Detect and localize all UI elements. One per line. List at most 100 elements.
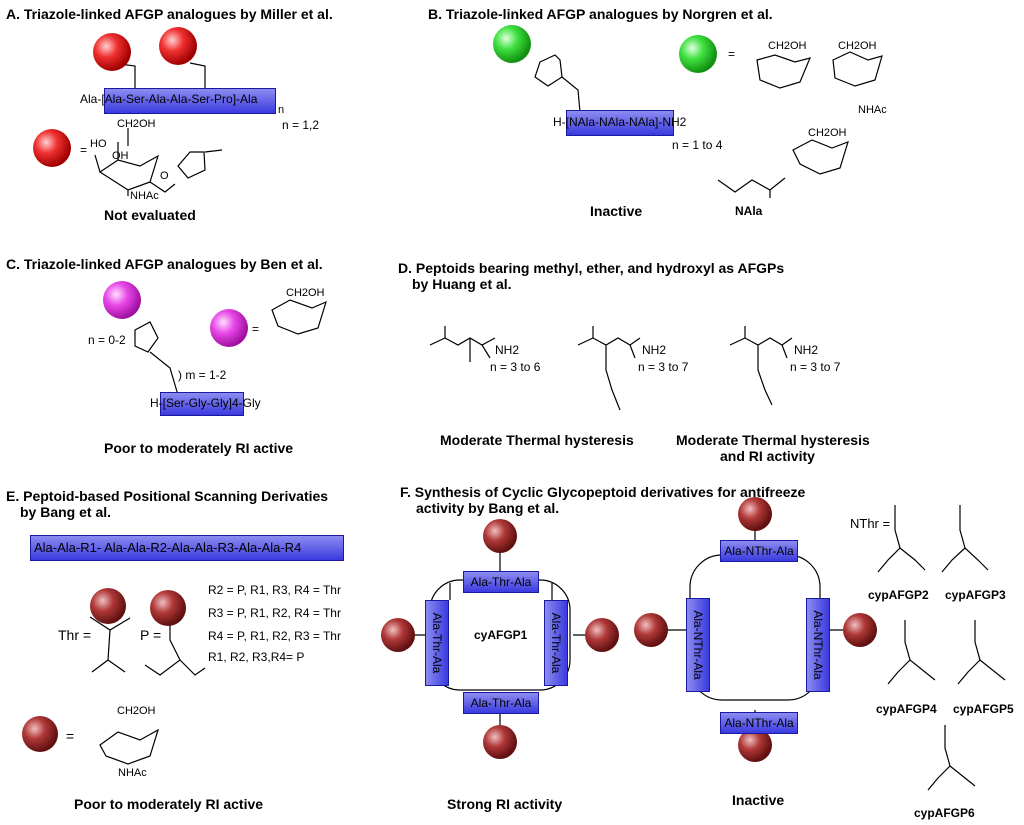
- variant-cypafgp5: cypAFGP5: [953, 702, 1014, 716]
- cy2-top-box: Ala-NThr-Ala: [720, 540, 798, 562]
- panel-a-n-sub: n: [278, 104, 285, 116]
- panel-e-title-1: E. Peptoid-based Positional Scanning Der…: [6, 488, 329, 504]
- panel-b-equals: =: [728, 47, 736, 61]
- panel-a-n-value: n = 1,2: [282, 118, 320, 132]
- cy2-right-box: Ala-NThr-Ala: [806, 598, 830, 692]
- panel-c-title: C. Triazole-linked AFGP analogues by Ben…: [6, 256, 323, 272]
- panel-d-nh2-1: NH2: [495, 343, 520, 357]
- nthr-label: NThr =: [850, 516, 891, 531]
- panel-d-n1: n = 3 to 6: [490, 360, 541, 374]
- panel-d-caption-1: Moderate Thermal hysteresis: [440, 432, 634, 448]
- cy1-bottom-label: Ala-Thr-Ala: [470, 696, 532, 710]
- maroon-ball-cy2-bottom: [738, 728, 772, 762]
- panel-b-nala: NAla: [735, 204, 763, 218]
- panel-a-sequence: Ala-[Ala-Ser-Ala-Ala-Ser-Pro]-Ala: [80, 92, 258, 106]
- red-glyco-ball-2: [159, 27, 197, 65]
- pink-glyco-ball-1: [103, 281, 141, 319]
- maroon-ball-cy1-top: [483, 519, 517, 553]
- panel-d-n2: n = 3 to 7: [638, 360, 689, 374]
- maroon-ball-cy2-left: [634, 613, 668, 647]
- panel-e-nhac: NHAc: [118, 767, 147, 779]
- panel-a-caption: Not evaluated: [104, 207, 196, 223]
- panel-b-n-value: n = 1 to 4: [672, 138, 723, 152]
- panel-d-caption-2b: and RI activity: [720, 448, 815, 464]
- maroon-ball-p: [150, 590, 186, 626]
- panel-c-n-label: n = 0-2: [88, 333, 126, 347]
- panel-e-title-2: by Bang et al.: [20, 504, 112, 520]
- panel-e-r-line-3: R4 = P, R1, R2, R3 = Thr: [208, 629, 341, 643]
- panel-b-title: B. Triazole-linked AFGP analogues by Nor…: [428, 6, 773, 22]
- panel-e-thr-label: Thr =: [58, 627, 92, 643]
- panel-d-caption-2a: Moderate Thermal hysteresis: [676, 432, 870, 448]
- variant-cypafgp2: cypAFGP2: [868, 588, 929, 602]
- variant-cypafgp4: cypAFGP4: [876, 702, 937, 716]
- maroon-ball-thr: [90, 588, 126, 624]
- panel-a-o: O: [160, 170, 169, 182]
- panel-a-oh: OH: [112, 150, 129, 162]
- cy1-top-label: Ala-Thr-Ala: [470, 575, 532, 589]
- panel-c-caption: Poor to moderately RI active: [104, 440, 294, 456]
- maroon-ball-cy1-left: [381, 618, 415, 652]
- panel-e-sequence: Ala-Ala-R1- Ala-Ala-R2-Ala-Ala-R3-Ala-Al…: [34, 540, 302, 555]
- cy2-top-label: Ala-NThr-Ala: [724, 544, 794, 558]
- panel-d-nh2-3: NH2: [794, 343, 819, 357]
- maroon-ball-cy1-bottom: [483, 725, 517, 759]
- panel-a-sequence-box: [104, 88, 276, 114]
- cy1-left-box: Ala-Thr-Ala: [425, 600, 449, 686]
- panel-a-ho: HO: [90, 138, 107, 150]
- maroon-ball-cy2-top: [738, 497, 772, 531]
- cy1-left-label: Ala-Thr-Ala: [430, 612, 444, 674]
- panel-a-equals: =: [80, 143, 88, 157]
- panel-d-nh2-2: NH2: [642, 343, 667, 357]
- variant-cypafgp3: cypAFGP3: [945, 588, 1006, 602]
- pink-glyco-ball-legend: [210, 309, 248, 347]
- panel-e-caption: Poor to moderately RI active: [74, 796, 264, 812]
- cy2-left-box: Ala-NThr-Ala: [686, 598, 710, 692]
- cy2-bottom-box: Ala-NThr-Ala: [720, 712, 798, 734]
- panel-f-caption-2: Inactive: [732, 792, 785, 808]
- maroon-ball-cy1-right: [585, 618, 619, 652]
- panel-b-ch2oh-2: CH2OH: [838, 40, 877, 52]
- panel-c-equals: =: [252, 322, 260, 336]
- cy2-bottom-label: Ala-NThr-Ala: [724, 716, 794, 730]
- panel-c-m-label: ) m = 1-2: [178, 368, 227, 382]
- cy1-bottom-box: Ala-Thr-Ala: [463, 692, 539, 714]
- panel-b-ch2oh-3: CH2OH: [808, 127, 847, 139]
- panel-e-sequence-box: [30, 535, 344, 561]
- panel-c-sequence-box: [160, 392, 244, 416]
- panel-e-r-line-4: R1, R2, R3,R4= P: [208, 650, 305, 664]
- panel-f-title-2: activity by Bang et al.: [416, 500, 560, 516]
- cy2-left-label: Ala-NThr-Ala: [691, 610, 705, 680]
- panel-b-sequence-box: [566, 110, 674, 136]
- panel-e-r-line-1: R2 = P, R1, R3, R4 = Thr: [208, 583, 341, 597]
- cy1-right-label: Ala-Thr-Ala: [549, 612, 563, 674]
- panel-b-ch2oh-1: CH2OH: [768, 40, 807, 52]
- green-glyco-ball-1: [493, 25, 531, 63]
- maroon-ball-cy2-right: [843, 613, 877, 647]
- panel-e-ch2oh: CH2OH: [117, 705, 156, 717]
- panel-c-sequence: H-[Ser-Gly-Gly]4-Gly: [150, 396, 261, 410]
- panel-a-title: A. Triazole-linked AFGP analogues by Mil…: [6, 6, 333, 22]
- cy1-right-box: Ala-Thr-Ala: [544, 600, 568, 686]
- green-glyco-ball-legend: [679, 35, 717, 73]
- variant-cypafgp6: cypAFGP6: [914, 806, 975, 820]
- panel-d-title-1: D. Peptoids bearing methyl, ether, and h…: [398, 260, 785, 276]
- cy1-top-box: Ala-Thr-Ala: [463, 571, 539, 593]
- panel-e-equals: =: [66, 728, 75, 744]
- panel-d-title-2: by Huang et al.: [412, 276, 512, 292]
- red-glyco-ball-legend: [33, 129, 71, 167]
- panel-e-r-line-2: R3 = P, R1, R2, R4 = Thr: [208, 606, 341, 620]
- cy1-name: cyAFGP1: [474, 628, 528, 642]
- panel-f-caption-1: Strong RI activity: [447, 796, 563, 812]
- panel-e-p-label: P =: [140, 627, 162, 643]
- panel-c-ch2oh: CH2OH: [286, 287, 325, 299]
- panel-b-caption: Inactive: [590, 203, 643, 219]
- panel-a-ch2oh: CH2OH: [117, 118, 156, 130]
- cy2-right-label: Ala-NThr-Ala: [811, 610, 825, 680]
- panel-b-sequence: H-[NAla-NAla-NAla]-NH2: [553, 115, 687, 129]
- panel-f-title-1: F. Synthesis of Cyclic Glycopeptoid deri…: [400, 484, 806, 500]
- panel-d-n3: n = 3 to 7: [790, 360, 841, 374]
- red-glyco-ball-1: [93, 33, 131, 71]
- panel-b-nhac: NHAc: [858, 104, 887, 116]
